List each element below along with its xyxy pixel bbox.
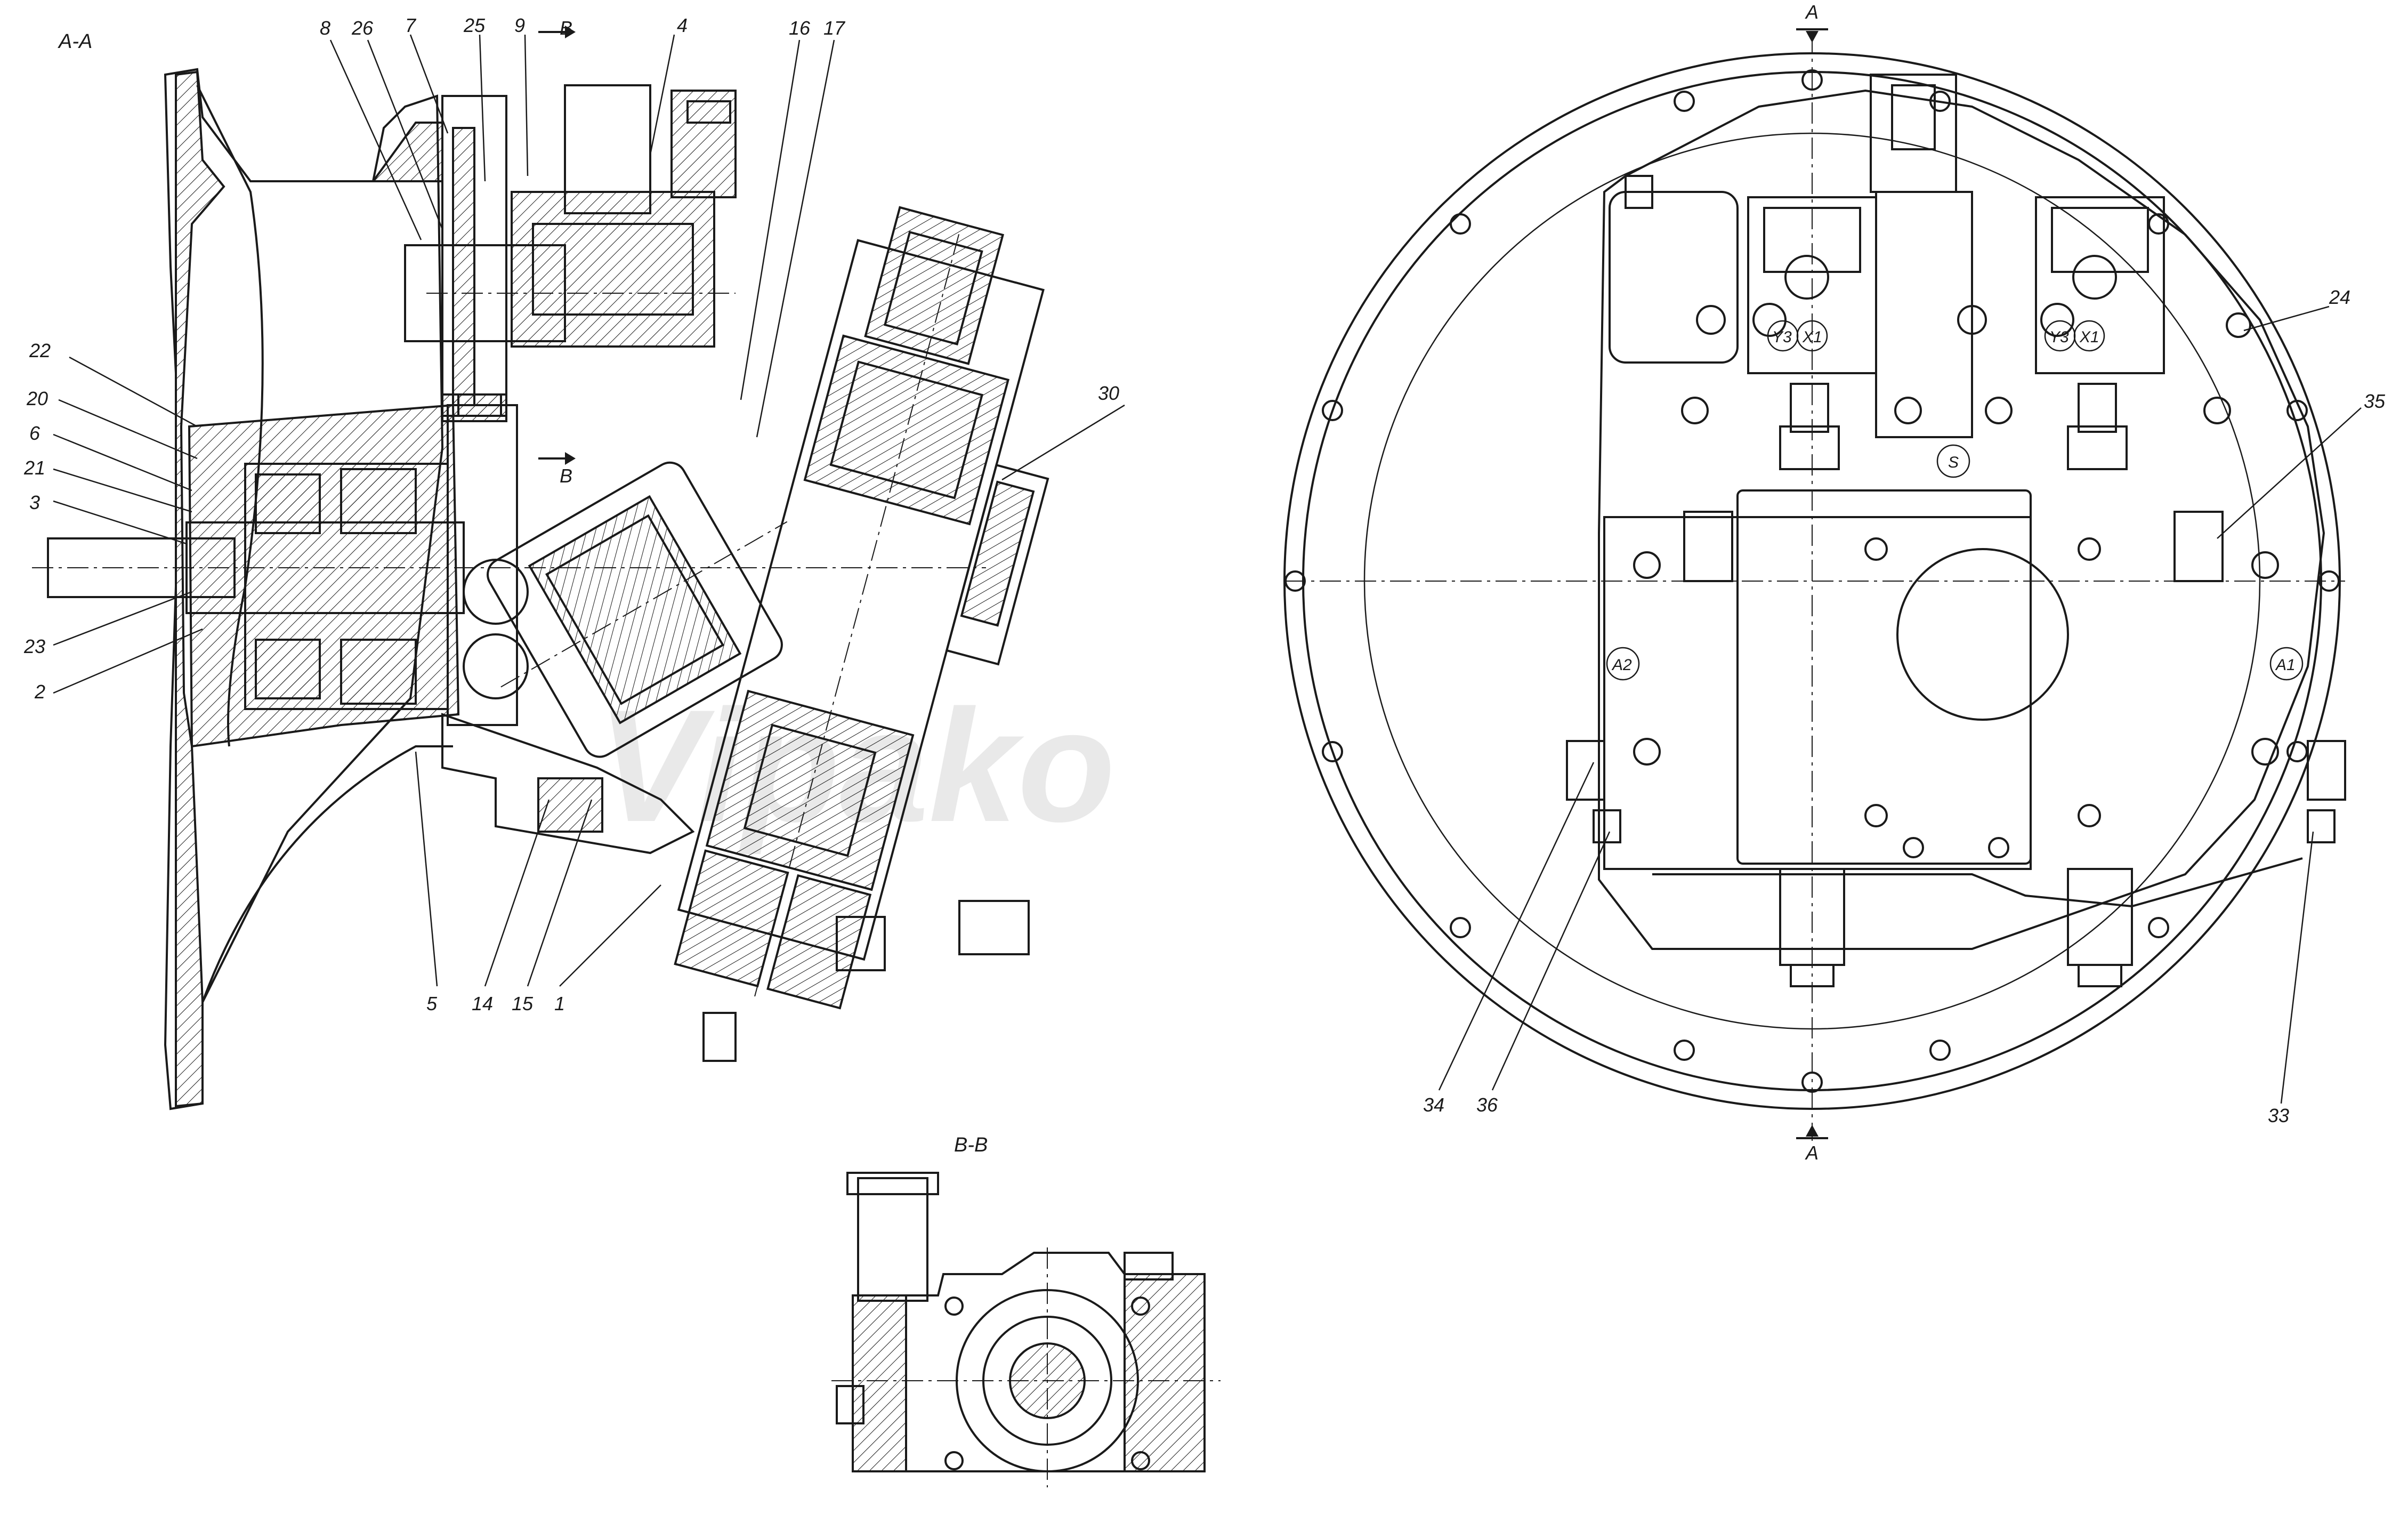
cut-a-bottom-label: A [1805,1142,1819,1164]
callout-22: 22 [29,340,51,361]
bearing-1 [255,473,321,699]
flange-bolt-holes [1284,69,2340,1093]
callout-33: 33 [2268,1105,2289,1126]
callout-15: 15 [512,993,534,1014]
callout-7: 7 [405,14,417,36]
section-bb-title: B-B [954,1134,988,1156]
callout-23: 23 [23,635,45,657]
callout-4: 4 [677,14,688,36]
cut-line-a-bottom [1796,1125,1828,1139]
callout-36: 36 [1476,1094,1498,1116]
section-aa-title: A-A [58,30,92,53]
port-block-bolts [1633,397,2279,827]
cut-line-b-bottom [538,452,576,465]
callout-3: 3 [29,492,40,513]
callout-9: 9 [514,14,525,36]
section-aa-view [32,26,1049,1110]
section-bb-view [831,1172,1221,1487]
callout-8: 8 [320,17,330,39]
port-label-s: S [1948,454,1959,471]
leaders-right [1438,305,2362,1104]
callout-1: 1 [554,993,565,1014]
callout-34: 34 [1423,1094,1444,1116]
front-view [1283,32,2346,1141]
port-label-y3-right: Y3 [2049,328,2069,346]
cut-b-bottom-label: B [560,465,572,487]
leaders-left [53,34,1125,987]
callout-30: 30 [1098,382,1119,404]
port-label-a1: A1 [2275,656,2296,674]
callout-14: 14 [472,993,493,1014]
port-label-a2: A2 [1611,656,1632,674]
control-valve-right [2035,196,2165,470]
callout-26: 26 [351,17,374,39]
callout-6: 6 [29,422,41,444]
port-label-x1-right: X1 [2079,328,2099,346]
callout-21: 21 [23,457,45,479]
callout-24: 24 [2329,286,2350,308]
port-label-y3-left: Y3 [1772,328,1792,346]
cut-b-top-label: B [560,17,572,39]
callout-5: 5 [426,993,438,1014]
callout-17: 17 [823,17,846,39]
bearing-2 [340,468,417,705]
callout-35: 35 [2364,390,2386,412]
cut-line-b-top [538,26,576,38]
callout-20: 20 [26,388,48,409]
cut-line-a-top [1796,28,1828,43]
cut-a-top-label: A [1805,1,1819,23]
callout-16: 16 [789,17,811,39]
callout-2: 2 [34,681,45,703]
port-label-x1-left: X1 [1802,328,1822,346]
callout-25: 25 [463,14,486,36]
